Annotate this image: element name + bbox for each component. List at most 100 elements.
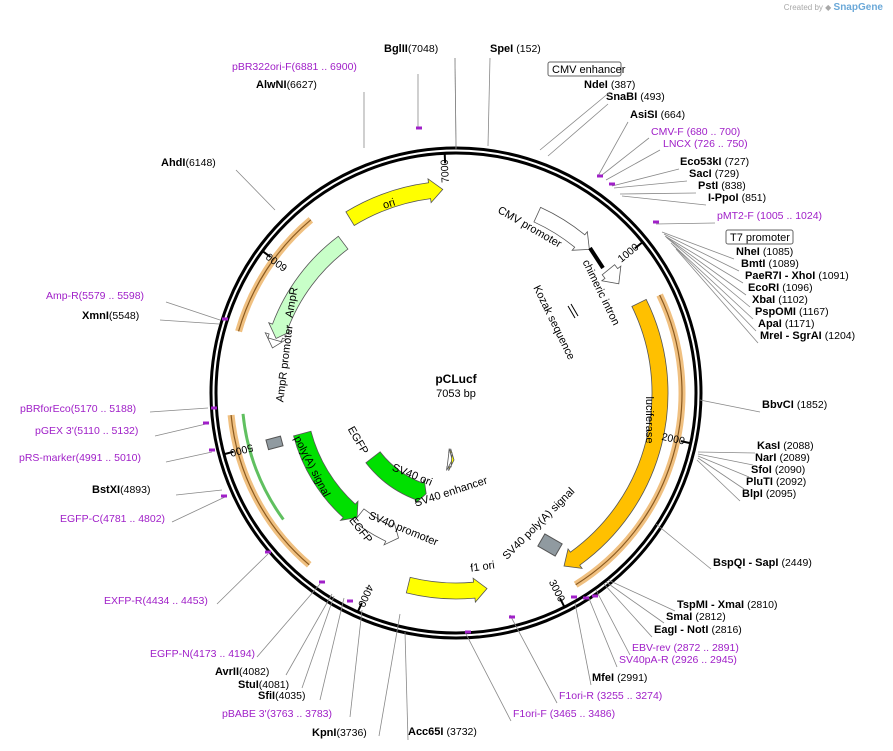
primer-amp-r[interactable]: Amp-R(5579 .. 5598): [46, 290, 144, 302]
label-text: SV40pA-R (2926 .. 2945): [619, 654, 737, 666]
site-ndei[interactable]: NdeI (387): [584, 79, 635, 91]
primer-site-mark: [597, 174, 603, 178]
leader-line: [603, 583, 653, 638]
primer-pbr322ori-f[interactable]: pBR322ori-F(6881 .. 6900): [232, 61, 357, 73]
primer-f1ori-r[interactable]: F1ori-R (3255 .. 3274): [559, 690, 662, 702]
leader-line: [171, 496, 226, 523]
site-alwni[interactable]: AlwNI(6627): [256, 79, 317, 91]
site-bbvci[interactable]: BbvCI (1852): [762, 399, 827, 411]
feature-ampr-promoter-14: [264, 332, 288, 349]
site-sfoi[interactable]: SfoI (2090): [751, 464, 805, 476]
label-pos: (5110 .. 5132): [74, 425, 139, 437]
site-smai[interactable]: SmaI (2812): [666, 611, 726, 623]
site-apai[interactable]: ApaI (1171): [758, 318, 814, 330]
site-paer7i-xhoi[interactable]: PaeR7I - XhoI (1091): [745, 270, 849, 282]
site-mfei[interactable]: MfeI (2991): [592, 672, 647, 684]
leader-line: [605, 149, 661, 181]
label-name: EGFP-C: [60, 513, 100, 525]
site-nhei[interactable]: NheI (1085): [736, 246, 793, 258]
kozak-mark: [567, 305, 576, 319]
label-name: EcoRI: [748, 282, 782, 294]
site-kpni[interactable]: KpnI(3736): [312, 727, 367, 739]
feature-box-t7-promoter: [725, 229, 794, 245]
label-pos: (1102): [778, 294, 808, 306]
primer-lncx[interactable]: LNCX (726 .. 750): [663, 138, 748, 150]
site-xmni[interactable]: XmnI(5548): [82, 310, 139, 322]
leader-line: [547, 103, 609, 157]
primer-site-mark: [465, 630, 471, 634]
site-blpi[interactable]: BlpI (2095): [742, 488, 796, 500]
label-name: KasI: [757, 440, 783, 452]
site-kasi[interactable]: KasI (2088): [757, 440, 814, 452]
primer-site-mark: [653, 220, 659, 224]
label-name: PspOMI: [755, 306, 799, 318]
site-snabi[interactable]: SnaBI (493): [606, 91, 665, 103]
site-eco53ki[interactable]: Eco53kI (727): [680, 156, 749, 168]
site-tspmi-xmai[interactable]: TspMI - XmaI (2810): [677, 599, 777, 611]
site-i-ppoi[interactable]: I-PpoI (851): [708, 192, 766, 204]
site-nari[interactable]: NarI (2089): [755, 452, 810, 464]
site-stui[interactable]: StuI(4081): [238, 679, 289, 691]
site-pluti[interactable]: PluTI (2092): [746, 476, 806, 488]
primer-egfp-c[interactable]: EGFP-C(4781 .. 4802): [60, 513, 165, 525]
primer-sv40pa-r[interactable]: SV40pA-R (2926 .. 2945): [619, 654, 737, 666]
label-pos: (4781 .. 4802): [100, 513, 165, 525]
primer-site-mark: [416, 126, 422, 130]
label-name: BmtI: [741, 258, 769, 270]
site-bglii[interactable]: BglII(7048): [384, 43, 438, 55]
label-pos: (2872 .. 2891): [673, 642, 738, 654]
leader-line: [349, 609, 363, 718]
label-name: AvrII: [215, 666, 239, 678]
site-xbai[interactable]: XbaI (1102): [752, 294, 808, 306]
label-name: MreI - SgrAI: [760, 330, 825, 342]
label-pos: (1204): [825, 330, 855, 342]
site-avrii[interactable]: AvrII(4082): [215, 666, 269, 678]
primer-exfp-r[interactable]: EXFP-R(4434 .. 4453): [104, 595, 208, 607]
feature-label-ori-16: ori: [381, 197, 396, 212]
primer-prs-marker[interactable]: pRS-marker(4991 .. 5010): [19, 452, 141, 464]
site-mrei-sgrai[interactable]: MreI - SgrAI (1204): [760, 330, 855, 342]
label-name: EBV-rev: [632, 642, 673, 654]
label-name: XmnI: [82, 310, 109, 322]
label-name: Acc65I: [408, 726, 447, 738]
site-bmti[interactable]: BmtI (1089): [741, 258, 799, 270]
site-pspomi[interactable]: PspOMI (1167): [755, 306, 829, 318]
leader-line: [699, 399, 761, 413]
site-bspqi-sapi[interactable]: BspQI - SapI (2449): [713, 557, 812, 569]
site-acc65i[interactable]: Acc65I (3732): [408, 726, 477, 738]
label-text: KasI (2088): [757, 440, 814, 452]
site-asisi[interactable]: AsiSI (664): [630, 109, 685, 121]
primer-pgex-3[interactable]: pGEX 3'(5110 .. 5132): [35, 425, 138, 437]
site-psti[interactable]: PstI (838): [698, 180, 746, 192]
label-text: PstI (838): [698, 180, 746, 192]
label-name: F1ori-R: [559, 690, 597, 702]
leader-line: [621, 195, 707, 206]
site-saci[interactable]: SacI (729): [689, 168, 739, 180]
primer-pmt2-f[interactable]: pMT2-F (1005 .. 1024): [717, 210, 822, 222]
site-ecori[interactable]: EcoRI (1096): [748, 282, 813, 294]
site-ahdi[interactable]: AhdI(6148): [161, 157, 216, 169]
label-text: pBR322ori-F(6881 .. 6900): [232, 61, 357, 73]
leader-line: [597, 121, 629, 177]
site-bstxi[interactable]: BstXI(4893): [92, 484, 150, 496]
site-eagi-noti[interactable]: EagI - NotI (2816): [654, 624, 742, 636]
feature-sv40-promoter-8: [353, 508, 400, 546]
site-sfii[interactable]: SfiI(4035): [258, 690, 305, 702]
label-text: LNCX (726 .. 750): [663, 138, 748, 150]
leader-line: [235, 169, 276, 211]
primer-pbabe-3[interactable]: pBABE 3'(3763 .. 3783): [222, 708, 332, 720]
primer-cmv-f[interactable]: CMV-F (680 .. 700): [651, 126, 740, 138]
kozak-mark-2: [570, 303, 579, 317]
primer-f1ori-f[interactable]: F1ori-F (3465 .. 3486): [513, 708, 615, 720]
primer-egfp-n[interactable]: EGFP-N(4173 .. 4194): [150, 648, 255, 660]
leader-line: [216, 553, 269, 605]
backbone-inner: [214, 151, 698, 635]
label-pos: (5579 .. 5598): [79, 290, 144, 302]
leader-line: [404, 631, 409, 741]
plasmid-name: pCLucf: [435, 372, 477, 386]
site-spei[interactable]: SpeI (152): [490, 43, 541, 55]
leader-line: [664, 235, 744, 284]
primer-pbrforeco[interactable]: pBRforEco(5170 .. 5188): [20, 403, 136, 415]
primer-ebv-rev[interactable]: EBV-rev (2872 .. 2891): [632, 642, 739, 654]
